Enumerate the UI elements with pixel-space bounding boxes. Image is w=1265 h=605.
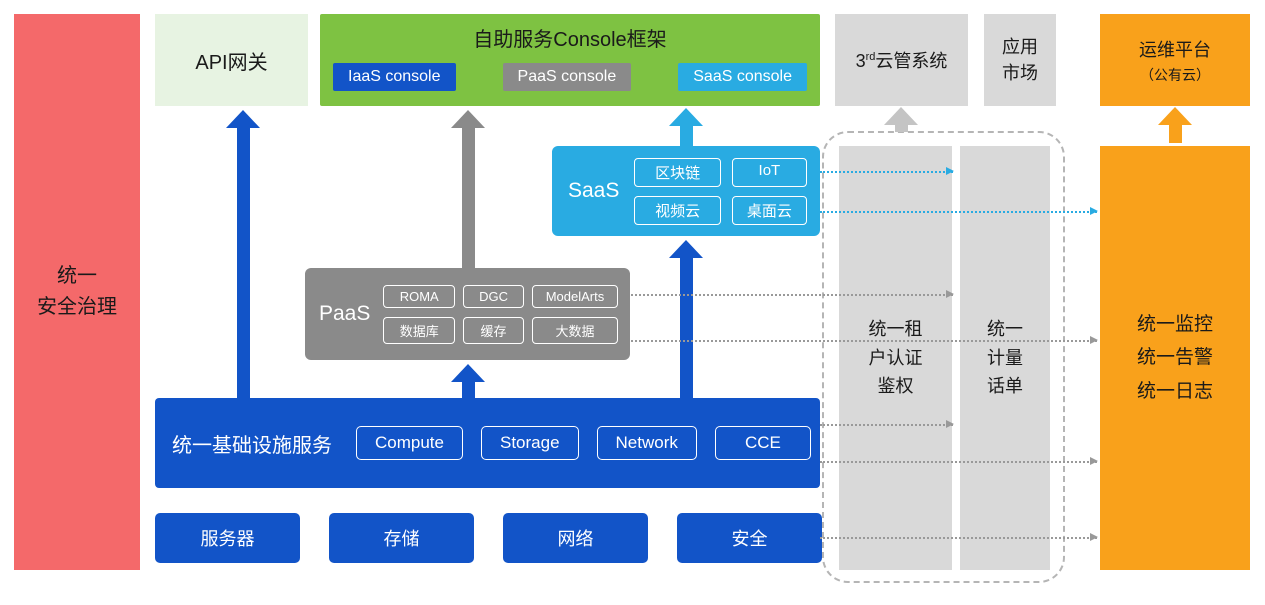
paas-console-chip: PaaS console xyxy=(502,63,632,91)
iaas-console-chip: IaaS console xyxy=(333,63,456,91)
saas-services: 区块链 IoT 视频云 桌面云 xyxy=(634,157,807,225)
hardware-box-server: 服务器 xyxy=(155,513,300,563)
console-framework-title: 自助服务Console框架 xyxy=(473,29,667,51)
hardware-box-security: 安全 xyxy=(677,513,822,563)
saas-service-pill: 桌面云 xyxy=(731,195,807,225)
arrow-head xyxy=(451,110,485,128)
saas-service-pill: 区块链 xyxy=(634,157,721,187)
hardware-label: 安全 xyxy=(731,529,768,549)
saas-layer-box: SaaS 区块链 IoT 视频云 桌面云 xyxy=(552,146,820,236)
hardware-label: 服务器 xyxy=(200,529,255,549)
console-framework-box: 自助服务Console框架 IaaS console PaaS console … xyxy=(320,14,820,106)
arrow-head xyxy=(669,108,703,126)
connector-saas-to-monitoring xyxy=(820,207,1098,215)
hardware-box-network: 网络 xyxy=(503,513,648,563)
arrow-head xyxy=(451,364,485,382)
metering-label: 计量 xyxy=(987,347,1023,368)
monitoring-label: 统一日志 xyxy=(1136,380,1213,402)
infrastructure-label: 统一基础设施服务 xyxy=(172,434,332,457)
app-market-label: 应用 xyxy=(1002,36,1038,57)
arrow-shaft xyxy=(1168,125,1182,143)
security-governance-bar: 统一 安全治理 xyxy=(14,14,140,570)
connector-infra-to-monitoring xyxy=(820,457,1098,465)
security-governance-label: 安全治理 xyxy=(37,296,117,318)
arrow-paas-to-console xyxy=(451,110,485,268)
saas-service-pill: 视频云 xyxy=(634,195,721,225)
arrow-infra-to-api-gateway xyxy=(226,110,260,398)
hardware-label: 网络 xyxy=(557,529,594,549)
paas-service-pill: ModelArts xyxy=(531,284,618,308)
arrow-shaft xyxy=(461,382,475,398)
third-party-cloud-label: 3rd云管系统 xyxy=(855,51,948,71)
arrow-head xyxy=(884,107,918,125)
arrow-to-ops-platform xyxy=(1158,107,1192,143)
connector-saas-to-metering xyxy=(820,167,954,175)
monitoring-label: 统一告警 xyxy=(1136,347,1213,369)
paas-service-pill: ROMA xyxy=(383,284,456,308)
infra-service-pill: CCE xyxy=(714,426,811,460)
paas-layer-label: PaaS xyxy=(319,302,371,325)
shared-services-dashed-frame xyxy=(822,131,1065,583)
security-governance-label: 统一 xyxy=(57,265,97,287)
arrow-shaft xyxy=(236,128,250,398)
arrow-shaft xyxy=(679,258,693,398)
paas-service-pill: 数据库 xyxy=(383,316,456,344)
ops-platform-box: 运维平台 （公有云） xyxy=(1100,14,1250,106)
arrow-saas-to-console xyxy=(669,108,703,146)
arrow-shaft xyxy=(461,128,475,268)
connector-paas-to-monitoring xyxy=(631,336,1098,344)
arrow-to-third-party-cloud xyxy=(884,107,918,132)
hardware-box-storage: 存储 xyxy=(329,513,474,563)
paas-layer-box: PaaS ROMA DGC ModelArts 数据库 缓存 大数据 xyxy=(305,268,630,360)
saas-service-pill: IoT xyxy=(731,157,807,187)
tenant-auth-bar: 统一租 户认证 鉴权 xyxy=(839,146,952,570)
app-market-box: 应用 市场 xyxy=(984,14,1056,106)
metering-bar: 统一 计量 话单 xyxy=(960,146,1050,570)
tenant-auth-label: 鉴权 xyxy=(877,376,914,397)
infra-service-pill: Compute xyxy=(356,426,463,460)
metering-label: 话单 xyxy=(987,376,1023,397)
connector-hardware-to-monitoring xyxy=(820,533,1098,541)
infra-service-pill: Network xyxy=(596,426,697,460)
arrow-head xyxy=(1158,107,1192,125)
infra-service-pill: Storage xyxy=(480,426,579,460)
metering-label: 统一 xyxy=(987,318,1023,339)
ops-platform-sublabel: （公有云） xyxy=(1140,66,1210,83)
app-market-label: 市场 xyxy=(1002,63,1038,83)
tenant-auth-label: 统一租 xyxy=(868,318,923,339)
saas-console-chip: SaaS console xyxy=(678,63,807,91)
infrastructure-services: Compute Storage Network CCE xyxy=(356,426,811,460)
ops-platform-label: 运维平台 xyxy=(1139,39,1211,60)
arrow-head xyxy=(669,240,703,258)
arrow-shaft xyxy=(679,126,693,146)
arrow-infra-to-saas xyxy=(669,240,703,398)
paas-service-pill: 缓存 xyxy=(463,316,524,344)
arrow-head xyxy=(226,110,260,128)
tenant-auth-label: 户认证 xyxy=(868,347,923,368)
connector-paas-to-metering xyxy=(631,290,954,298)
console-buttons-row: IaaS console PaaS console SaaS console xyxy=(320,52,820,91)
hardware-label: 存储 xyxy=(383,529,420,549)
connector-infra-to-metering xyxy=(820,420,954,428)
api-gateway-box: API网关 xyxy=(155,14,308,106)
paas-services: ROMA DGC ModelArts 数据库 缓存 大数据 xyxy=(383,284,618,344)
paas-service-pill: 大数据 xyxy=(531,316,618,344)
third-party-cloud-box: 3rd云管系统 xyxy=(835,14,968,106)
arrow-shaft xyxy=(894,125,908,132)
api-gateway-label: API网关 xyxy=(195,51,268,74)
arrow-infra-to-paas xyxy=(451,364,485,398)
monitoring-bar: 统一监控 统一告警 统一日志 xyxy=(1100,146,1250,570)
saas-layer-label: SaaS xyxy=(568,179,620,202)
paas-service-pill: DGC xyxy=(463,284,524,308)
infrastructure-layer-box: 统一基础设施服务 Compute Storage Network CCE xyxy=(155,398,820,488)
monitoring-label: 统一监控 xyxy=(1136,314,1213,336)
